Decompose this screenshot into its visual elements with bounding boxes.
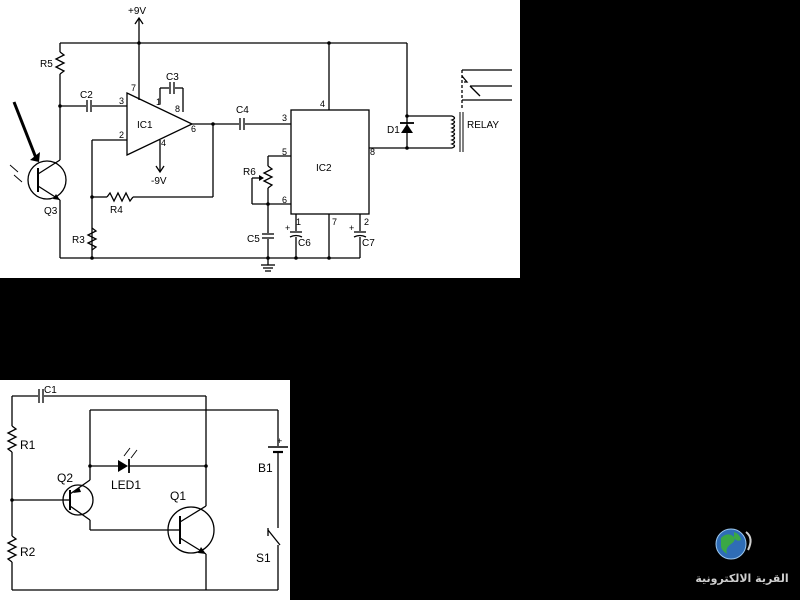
svg-text:+: + bbox=[277, 436, 282, 446]
svg-text:C2: C2 bbox=[80, 90, 93, 101]
svg-text:LED1: LED1 bbox=[111, 478, 141, 492]
svg-text:+: + bbox=[349, 223, 354, 233]
c6-capacitor: + C6 bbox=[285, 214, 311, 258]
c2-capacitor: C2 bbox=[58, 90, 127, 112]
svg-text:5: 5 bbox=[282, 147, 287, 157]
svg-text:C4: C4 bbox=[236, 105, 249, 116]
svg-text:6: 6 bbox=[191, 124, 196, 134]
q2-transistor: Q2 bbox=[57, 471, 94, 521]
svg-text:R4: R4 bbox=[110, 205, 123, 216]
c3-capacitor: C3 bbox=[159, 72, 184, 112]
c5-capacitor: C5 bbox=[247, 204, 274, 258]
svg-text:D1: D1 bbox=[387, 125, 400, 136]
q1-transistor: Q1 bbox=[167, 489, 215, 555]
s1-switch: S1 bbox=[256, 520, 281, 590]
svg-text:R5: R5 bbox=[40, 59, 53, 70]
led1-diode: LED1 bbox=[90, 447, 208, 492]
r6-potentiometer: R6 bbox=[243, 155, 291, 206]
svg-text:3: 3 bbox=[282, 113, 287, 123]
svg-text:2: 2 bbox=[119, 130, 124, 140]
b1-battery: + B1 bbox=[258, 410, 288, 520]
relay-coil: RELAY bbox=[450, 112, 499, 152]
svg-text:IC1: IC1 bbox=[137, 120, 153, 131]
c7-capacitor: + C7 bbox=[349, 214, 375, 258]
c1-capacitor: C1 bbox=[12, 385, 207, 466]
svg-text:+: + bbox=[285, 223, 290, 233]
svg-text:-9V: -9V bbox=[151, 176, 167, 187]
ic2-timer: IC2 4 3 5 6 8 1 7 2 bbox=[282, 43, 375, 227]
svg-text:R2: R2 bbox=[20, 545, 36, 559]
svg-text:Q3: Q3 bbox=[44, 206, 58, 217]
svg-text:R1: R1 bbox=[20, 438, 36, 452]
svg-text:4: 4 bbox=[161, 138, 166, 148]
ground-symbol bbox=[261, 258, 275, 272]
svg-text:RELAY: RELAY bbox=[467, 120, 499, 131]
r4-resistor: R4 bbox=[90, 124, 214, 258]
svg-text:8: 8 bbox=[370, 147, 375, 157]
supply-positive: +9V bbox=[128, 6, 146, 43]
d1-diode: D1 bbox=[369, 43, 452, 150]
svg-text:S1: S1 bbox=[256, 551, 271, 565]
svg-text:B1: B1 bbox=[258, 461, 273, 475]
svg-text:3: 3 bbox=[119, 96, 124, 106]
svg-text:C3: C3 bbox=[166, 72, 179, 83]
svg-text:R6: R6 bbox=[243, 167, 256, 178]
svg-text:7: 7 bbox=[332, 217, 337, 227]
top-circuit-panel: +9V R5 C2 bbox=[0, 0, 520, 278]
bottom-circuit-panel: C1 R1 R2 Q2 bbox=[0, 380, 290, 600]
ic1-opamp: IC1 7 3 2 6 4 1 8 -9V bbox=[119, 43, 196, 187]
svg-text:2: 2 bbox=[364, 217, 369, 227]
svg-text:C7: C7 bbox=[362, 238, 375, 249]
svg-text:1: 1 bbox=[156, 97, 161, 107]
svg-text:6: 6 bbox=[282, 195, 287, 205]
r2-resistor: R2 bbox=[6, 535, 36, 590]
svg-text:8: 8 bbox=[175, 104, 180, 114]
svg-text:C5: C5 bbox=[247, 234, 260, 245]
relay-contacts bbox=[461, 69, 512, 110]
svg-text:C1: C1 bbox=[44, 385, 57, 396]
q3-phototransistor: Q3 bbox=[9, 101, 67, 258]
r1-resistor: R1 bbox=[6, 396, 36, 536]
svg-text:IC2: IC2 bbox=[316, 163, 332, 174]
site-logo: القرية الالكترونية bbox=[695, 528, 789, 585]
svg-text:Q2: Q2 bbox=[57, 471, 73, 485]
svg-text:7: 7 bbox=[131, 83, 136, 93]
svg-text:4: 4 bbox=[320, 99, 325, 109]
svg-text:C6: C6 bbox=[298, 238, 311, 249]
svg-text:القرية الالكترونية: القرية الالكترونية bbox=[695, 572, 788, 585]
svg-text:Q1: Q1 bbox=[170, 489, 186, 503]
c4-capacitor: C4 bbox=[192, 105, 291, 130]
svg-text:R3: R3 bbox=[72, 235, 85, 246]
svg-text:1: 1 bbox=[296, 217, 301, 227]
r5-resistor: R5 bbox=[40, 43, 66, 152]
svg-text:+9V: +9V bbox=[128, 6, 146, 17]
